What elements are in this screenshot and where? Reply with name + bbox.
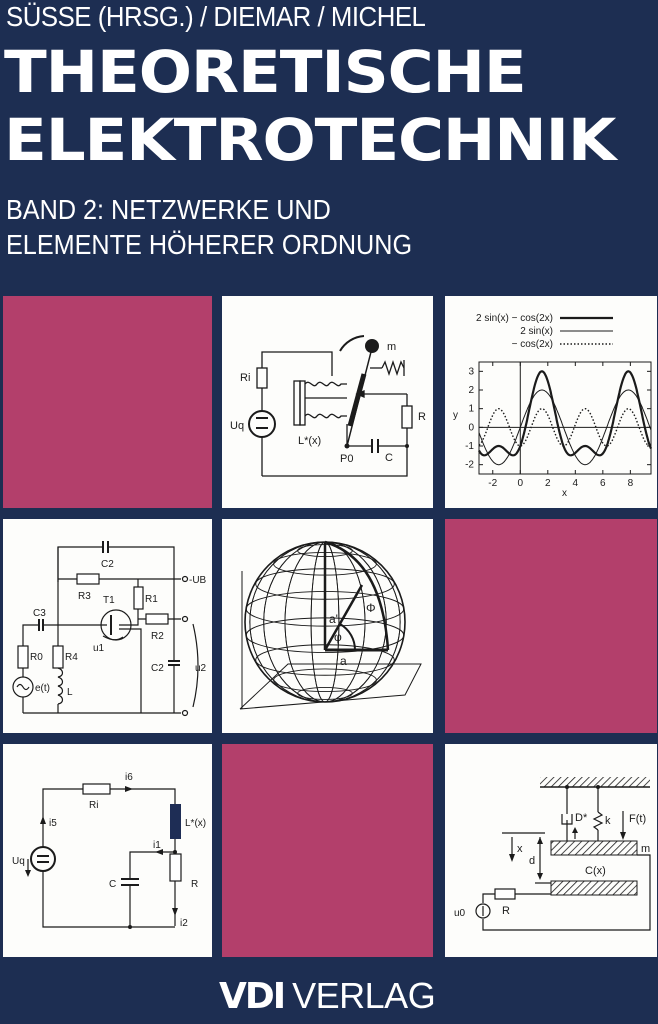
capacitor-mechanism-diagram: D* k F(t) x d m C(x) R u0 bbox=[454, 777, 651, 931]
label-phi-upper: Φ bbox=[366, 601, 376, 615]
svg-text:2: 2 bbox=[468, 385, 474, 396]
svg-text:-1: -1 bbox=[465, 441, 474, 452]
vdi-logo: VDI bbox=[219, 976, 286, 1017]
label-c2-top: C2 bbox=[101, 559, 114, 570]
label-r1: R1 bbox=[145, 594, 158, 605]
figure-rlc-circuit: i6 Ri i5 L*(x) Uq i1 C R i2 bbox=[3, 744, 212, 957]
label-uq: Uq bbox=[12, 856, 25, 867]
label-damper: D* bbox=[575, 812, 588, 824]
sphere-diagram: a' Φ φ a bbox=[239, 540, 422, 710]
label-et: e(t) bbox=[35, 683, 50, 694]
axis-ticks bbox=[479, 362, 651, 474]
label-i2: i2 bbox=[180, 918, 188, 929]
figure-sphere: a' Φ φ a bbox=[222, 519, 433, 733]
y-axis-label: y bbox=[453, 410, 458, 421]
subtitle-line-1: BAND 2: NETZWERKE UND bbox=[6, 194, 331, 225]
label-i6: i6 bbox=[125, 772, 133, 783]
label-lx: L*(x) bbox=[185, 818, 206, 829]
title-line-1: THEORETISCHE bbox=[4, 38, 527, 106]
label-c: C bbox=[109, 879, 116, 890]
subtitle-line-2: ELEMENTE HÖHERER ORDNUNG bbox=[6, 229, 413, 260]
label-k: k bbox=[605, 815, 611, 827]
legend-series-1: 2 sin(x) − cos(2x) bbox=[476, 313, 553, 324]
accent-tile bbox=[3, 296, 212, 508]
title-line-2: ELEKTROTECHNIK bbox=[4, 106, 616, 174]
svg-text:0: 0 bbox=[517, 478, 523, 489]
label-c2-bottom: C2 bbox=[151, 663, 164, 674]
authors: SÜSSE (HRSG.) / DIEMAR / MICHEL bbox=[6, 1, 426, 32]
label-i1: i1 bbox=[153, 840, 161, 851]
svg-text:2: 2 bbox=[545, 478, 551, 489]
figure-function-plot: 2 sin(x) − cos(2x) 2 sin(x) − cos(2x) -2… bbox=[445, 296, 657, 508]
label-t1: T1 bbox=[103, 595, 115, 606]
label-r3: R3 bbox=[78, 591, 91, 602]
svg-text:8: 8 bbox=[628, 478, 634, 489]
transistor-circuit-diagram: C2 R3 -UB T1 R1 C3 R2 R0 R4 u1 C2 u2 e(t… bbox=[12, 541, 207, 717]
label-cx: C(x) bbox=[585, 865, 606, 877]
pendulum-circuit-diagram: m Ri R Uq L*(x) P0 C bbox=[230, 335, 426, 477]
svg-text:0: 0 bbox=[468, 422, 474, 433]
label-r: R bbox=[502, 905, 510, 917]
svg-text:-2: -2 bbox=[465, 460, 474, 471]
accent-tile bbox=[445, 519, 657, 733]
label-m: m bbox=[387, 341, 396, 353]
label-l: L bbox=[67, 687, 73, 698]
label-u0: u0 bbox=[454, 908, 466, 919]
label-force: F(t) bbox=[629, 813, 646, 825]
label-r4: R4 bbox=[65, 652, 78, 663]
figure-transistor-circuit: C2 R3 -UB T1 R1 C3 R2 R0 R4 u1 C2 u2 e(t… bbox=[3, 519, 212, 733]
svg-text:4: 4 bbox=[573, 478, 579, 489]
figure-capacitor-mechanism: D* k F(t) x d m C(x) R u0 bbox=[445, 744, 657, 957]
label-u2: u2 bbox=[195, 663, 207, 674]
svg-text:-2: -2 bbox=[488, 478, 497, 489]
label-c3: C3 bbox=[33, 608, 46, 619]
label-phi-lower: φ bbox=[334, 630, 342, 644]
label-ri: Ri bbox=[89, 800, 98, 811]
label-u1: u1 bbox=[93, 643, 105, 654]
accent-tile bbox=[222, 744, 433, 957]
legend-series-3: − cos(2x) bbox=[512, 339, 553, 350]
label-p0: P0 bbox=[340, 453, 353, 465]
publisher-logo: VDI VERLAG bbox=[219, 975, 436, 1017]
label-d: d bbox=[529, 855, 535, 867]
label-r2: R2 bbox=[151, 631, 164, 642]
label-a: a bbox=[340, 654, 347, 668]
rlc-circuit-diagram: i6 Ri i5 L*(x) Uq i1 C R i2 bbox=[12, 772, 206, 929]
label-c: C bbox=[385, 452, 393, 464]
legend-series-2: 2 sin(x) bbox=[520, 326, 553, 337]
plot-curves bbox=[478, 370, 653, 466]
label-m: m bbox=[641, 843, 650, 855]
label-r: R bbox=[191, 879, 198, 890]
label-lx: L*(x) bbox=[298, 435, 321, 447]
svg-text:1: 1 bbox=[468, 404, 474, 415]
label-r0: R0 bbox=[30, 652, 43, 663]
svg-text:3: 3 bbox=[468, 366, 474, 377]
figure-pendulum-circuit: m Ri R Uq L*(x) P0 C bbox=[222, 296, 433, 508]
label-x: x bbox=[517, 843, 523, 855]
label-ub: -UB bbox=[189, 575, 207, 586]
label-i5: i5 bbox=[49, 818, 57, 829]
publisher-name: VERLAG bbox=[292, 975, 436, 1016]
label-a-prime: a' bbox=[329, 612, 338, 626]
svg-text:6: 6 bbox=[600, 478, 606, 489]
tick-labels: -2 0 2 4 6 8 -2 -1 0 1 2 3 bbox=[465, 366, 633, 489]
label-ri: Ri bbox=[240, 372, 250, 384]
function-plot: 2 sin(x) − cos(2x) 2 sin(x) − cos(2x) -2… bbox=[453, 313, 653, 499]
x-axis-label: x bbox=[562, 488, 567, 499]
label-r: R bbox=[418, 411, 426, 423]
label-uq: Uq bbox=[230, 420, 244, 432]
